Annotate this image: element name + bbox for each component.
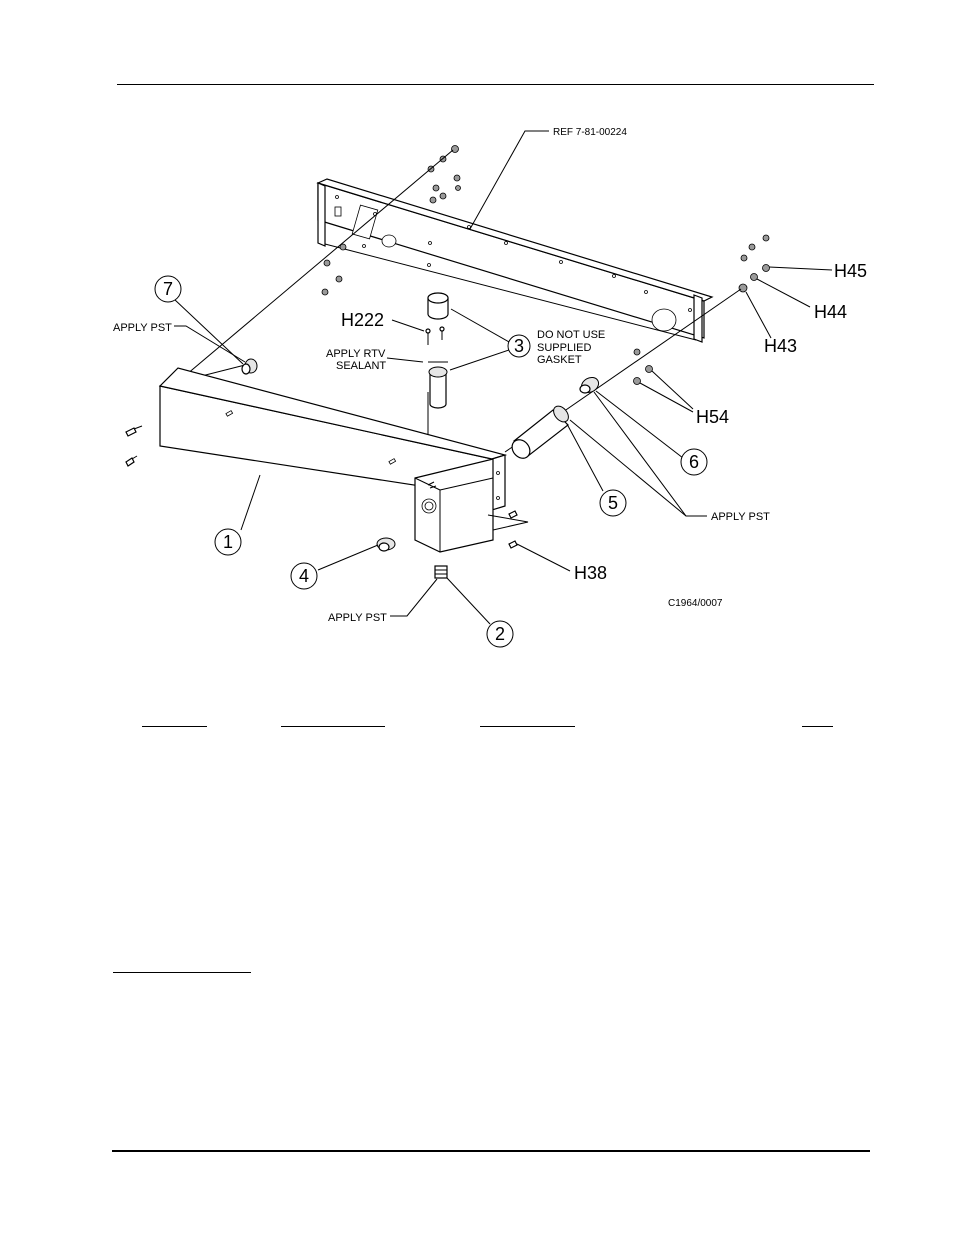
column-header-underline-2 [281, 726, 385, 727]
back-panel [316, 178, 714, 343]
callout-5-label: 5 [608, 493, 618, 513]
apply-pst-note-left: APPLY PST [113, 322, 172, 334]
column-header-underline-3 [480, 726, 575, 727]
callout-2-label: 2 [495, 624, 505, 644]
callout-bubble-4: 4 [290, 562, 318, 590]
gasket-note-line1: DO NOT USE [537, 329, 605, 341]
gasket-note-line3: GASKET [537, 354, 582, 366]
apply-rtv-note-line1: APPLY RTV [326, 348, 386, 360]
bolts-h38 [508, 510, 518, 549]
riser-item-3 [428, 361, 448, 409]
cap-item-3 [427, 292, 449, 320]
callout-bubble-2: 2 [486, 620, 514, 648]
left-bolts [125, 425, 143, 467]
screws-h222 [425, 326, 445, 345]
column-header-underline-1 [142, 726, 207, 727]
section-heading-underline [113, 972, 251, 973]
leader-lines [173, 130, 833, 625]
plug-item-4 [376, 537, 396, 552]
callout-bubble-5: 5 [599, 489, 627, 517]
hardware-label-h38: H38 [574, 563, 607, 583]
apply-pst-note-right: APPLY PST [711, 511, 770, 523]
footer-rule [112, 1150, 870, 1152]
apply-rtv-note-line2: SEALANT [336, 360, 386, 372]
hardware-label-h44: H44 [814, 302, 847, 322]
header-rule [117, 84, 874, 85]
fitting-item-6 [579, 376, 600, 394]
trough-assembly [158, 367, 529, 553]
column-header-underline-4 [802, 726, 833, 727]
callout-bubble-7: 7 [154, 275, 182, 303]
right-hardware-stack [633, 234, 770, 385]
tube-item-5 [511, 405, 569, 459]
drawing-id: C1964/0007 [668, 598, 723, 609]
callout-3-label: 3 [514, 336, 524, 356]
gasket-note-line2: SUPPLIED [537, 342, 591, 354]
callout-bubble-6: 6 [680, 448, 708, 476]
reference-note: REF 7-81-00224 [553, 127, 627, 138]
hardware-label-h54: H54 [696, 407, 729, 427]
hardware-label-h43: H43 [764, 336, 797, 356]
callout-bubble-3: 3 [507, 334, 531, 358]
callout-6-label: 6 [689, 452, 699, 472]
hardware-label-h222: H222 [341, 310, 384, 330]
callout-1-label: 1 [223, 532, 233, 552]
fitting-item-7 [241, 358, 258, 375]
fitting-item-2 [434, 565, 448, 579]
apply-pst-note-bottom: APPLY PST [328, 612, 387, 624]
callout-bubble-1: 1 [214, 528, 242, 556]
callout-4-label: 4 [299, 566, 309, 586]
callout-7-label: 7 [163, 279, 173, 299]
hardware-label-h45: H45 [834, 261, 867, 281]
